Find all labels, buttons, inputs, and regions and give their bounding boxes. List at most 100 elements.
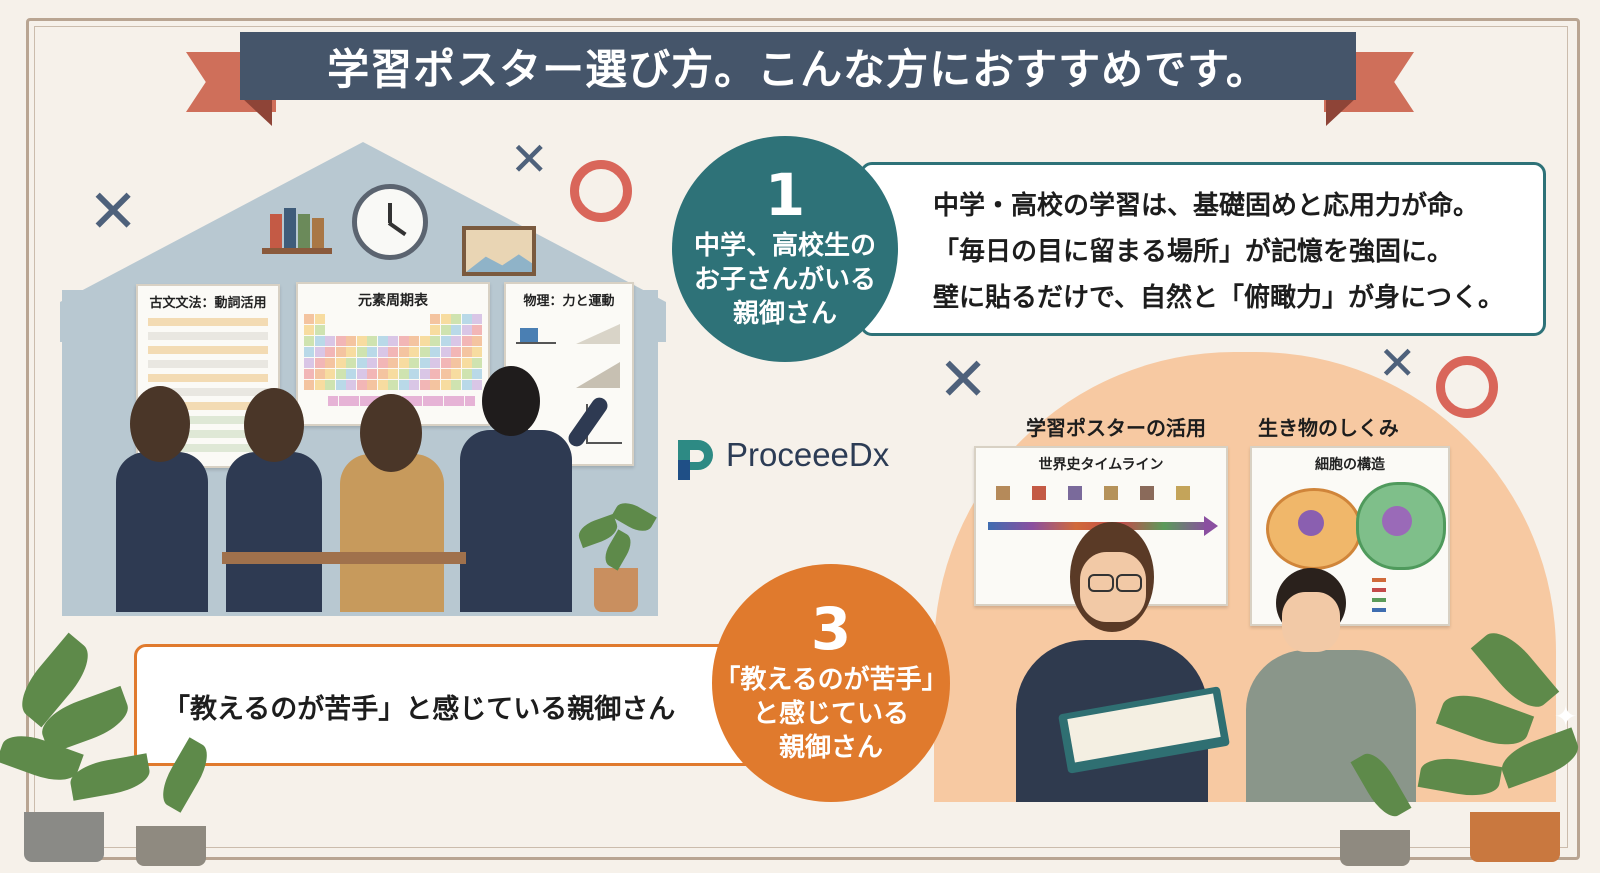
plant-pot	[594, 568, 638, 612]
element-cell	[440, 325, 451, 335]
element-cell	[451, 358, 461, 368]
element-cell	[388, 336, 398, 346]
element-cell	[451, 325, 461, 335]
student-figure	[460, 430, 572, 612]
element-cell	[430, 358, 440, 368]
element-cell	[356, 358, 367, 368]
scene-heading-right: 生き物のしくみ	[1258, 416, 1399, 440]
element-cell	[335, 336, 346, 346]
element-cell	[433, 396, 443, 406]
element-cell	[325, 369, 335, 379]
history-icon	[1032, 486, 1046, 500]
element-cell	[346, 358, 356, 368]
element-cell	[356, 347, 367, 357]
element-cell	[304, 380, 314, 390]
element-cell	[328, 396, 338, 406]
element-cell	[440, 380, 451, 390]
element-cell	[346, 369, 356, 379]
element-cell	[461, 358, 472, 368]
element-cell	[451, 347, 461, 357]
element-cell	[430, 369, 440, 379]
table-row	[148, 416, 268, 424]
history-icon	[1068, 486, 1082, 500]
element-cell	[409, 336, 419, 346]
element-cell	[325, 347, 335, 357]
element-cell	[461, 380, 472, 390]
student-head	[360, 394, 422, 472]
element-cell	[346, 336, 356, 346]
glasses-icon	[1088, 574, 1114, 592]
point3-label-line: と感じている	[752, 699, 909, 730]
element-cell	[349, 396, 359, 406]
element-cell	[461, 369, 472, 379]
legend-swatch	[1372, 608, 1386, 612]
point3-label-line: 「教えるのが苦手」	[714, 665, 948, 696]
element-cell	[314, 314, 325, 324]
element-cell	[335, 380, 346, 390]
element-cell	[398, 347, 409, 357]
student-figure	[340, 454, 444, 612]
element-cell	[304, 358, 314, 368]
element-cell	[419, 380, 430, 390]
element-cell	[422, 396, 433, 406]
element-cell	[451, 314, 461, 324]
element-cell	[440, 358, 451, 368]
point3-number: 3	[810, 595, 852, 664]
element-cell	[377, 347, 388, 357]
table-row	[148, 360, 268, 368]
element-cell	[419, 336, 430, 346]
element-cell	[451, 336, 461, 346]
point1-desc-line: 「毎日の目に留まる場所」が記憶を強固に。	[933, 237, 1454, 267]
element-cell	[443, 396, 454, 406]
element-cell	[398, 358, 409, 368]
element-cell	[377, 369, 388, 379]
wall-shelf	[262, 248, 332, 254]
element-cell	[409, 358, 419, 368]
element-cell	[461, 325, 472, 335]
element-cell	[464, 396, 475, 406]
point1-desc-line: 壁に貼るだけで、自然と「俯瞰力」が身につく。	[933, 283, 1504, 313]
table-row	[148, 444, 268, 452]
student-face	[1282, 592, 1340, 652]
ground-line	[516, 342, 556, 344]
legend-swatch	[1372, 598, 1386, 602]
student-head	[130, 386, 190, 462]
element-cell	[367, 380, 377, 390]
poster-physics-title: 物理：力と運動	[523, 294, 615, 309]
axis-line	[586, 442, 622, 444]
element-cell	[461, 336, 472, 346]
element-cell	[314, 347, 325, 357]
element-cell	[367, 369, 377, 379]
element-cell	[367, 336, 377, 346]
element-cell	[314, 358, 325, 368]
student-head	[244, 388, 304, 462]
element-cell	[440, 347, 451, 357]
cross-mark-icon: ✕	[938, 345, 989, 415]
clock-icon	[352, 184, 428, 260]
element-cell	[367, 347, 377, 357]
element-cell	[325, 336, 335, 346]
element-cell	[461, 347, 472, 357]
history-icon	[1176, 486, 1190, 500]
block-diagram-icon	[520, 328, 538, 342]
history-icon	[1104, 486, 1118, 500]
book-icon	[284, 208, 296, 248]
plant-pot	[136, 826, 206, 866]
element-cell	[472, 369, 482, 379]
book-icon	[298, 214, 310, 248]
element-cell	[409, 369, 419, 379]
poster-periodic-table: 元素周期表	[296, 282, 490, 426]
element-cell	[419, 347, 430, 357]
brand-name: ProceeeDx	[726, 436, 890, 473]
student-figure	[116, 452, 208, 612]
point1-number: 1	[764, 161, 806, 230]
point1-desc-line: 中学・高校の学習は、基礎固めと応用力が命。	[933, 191, 1480, 221]
element-cell	[472, 347, 482, 357]
table-row	[148, 430, 268, 438]
poster-history-title: 世界史タイムライン	[1038, 457, 1164, 473]
outer-frame	[26, 18, 1580, 860]
element-cell	[356, 336, 367, 346]
element-cell	[461, 314, 472, 324]
plant-pot	[1470, 812, 1560, 862]
point3-desc: 「教えるのが苦手」と感じている親御さん	[163, 694, 676, 725]
